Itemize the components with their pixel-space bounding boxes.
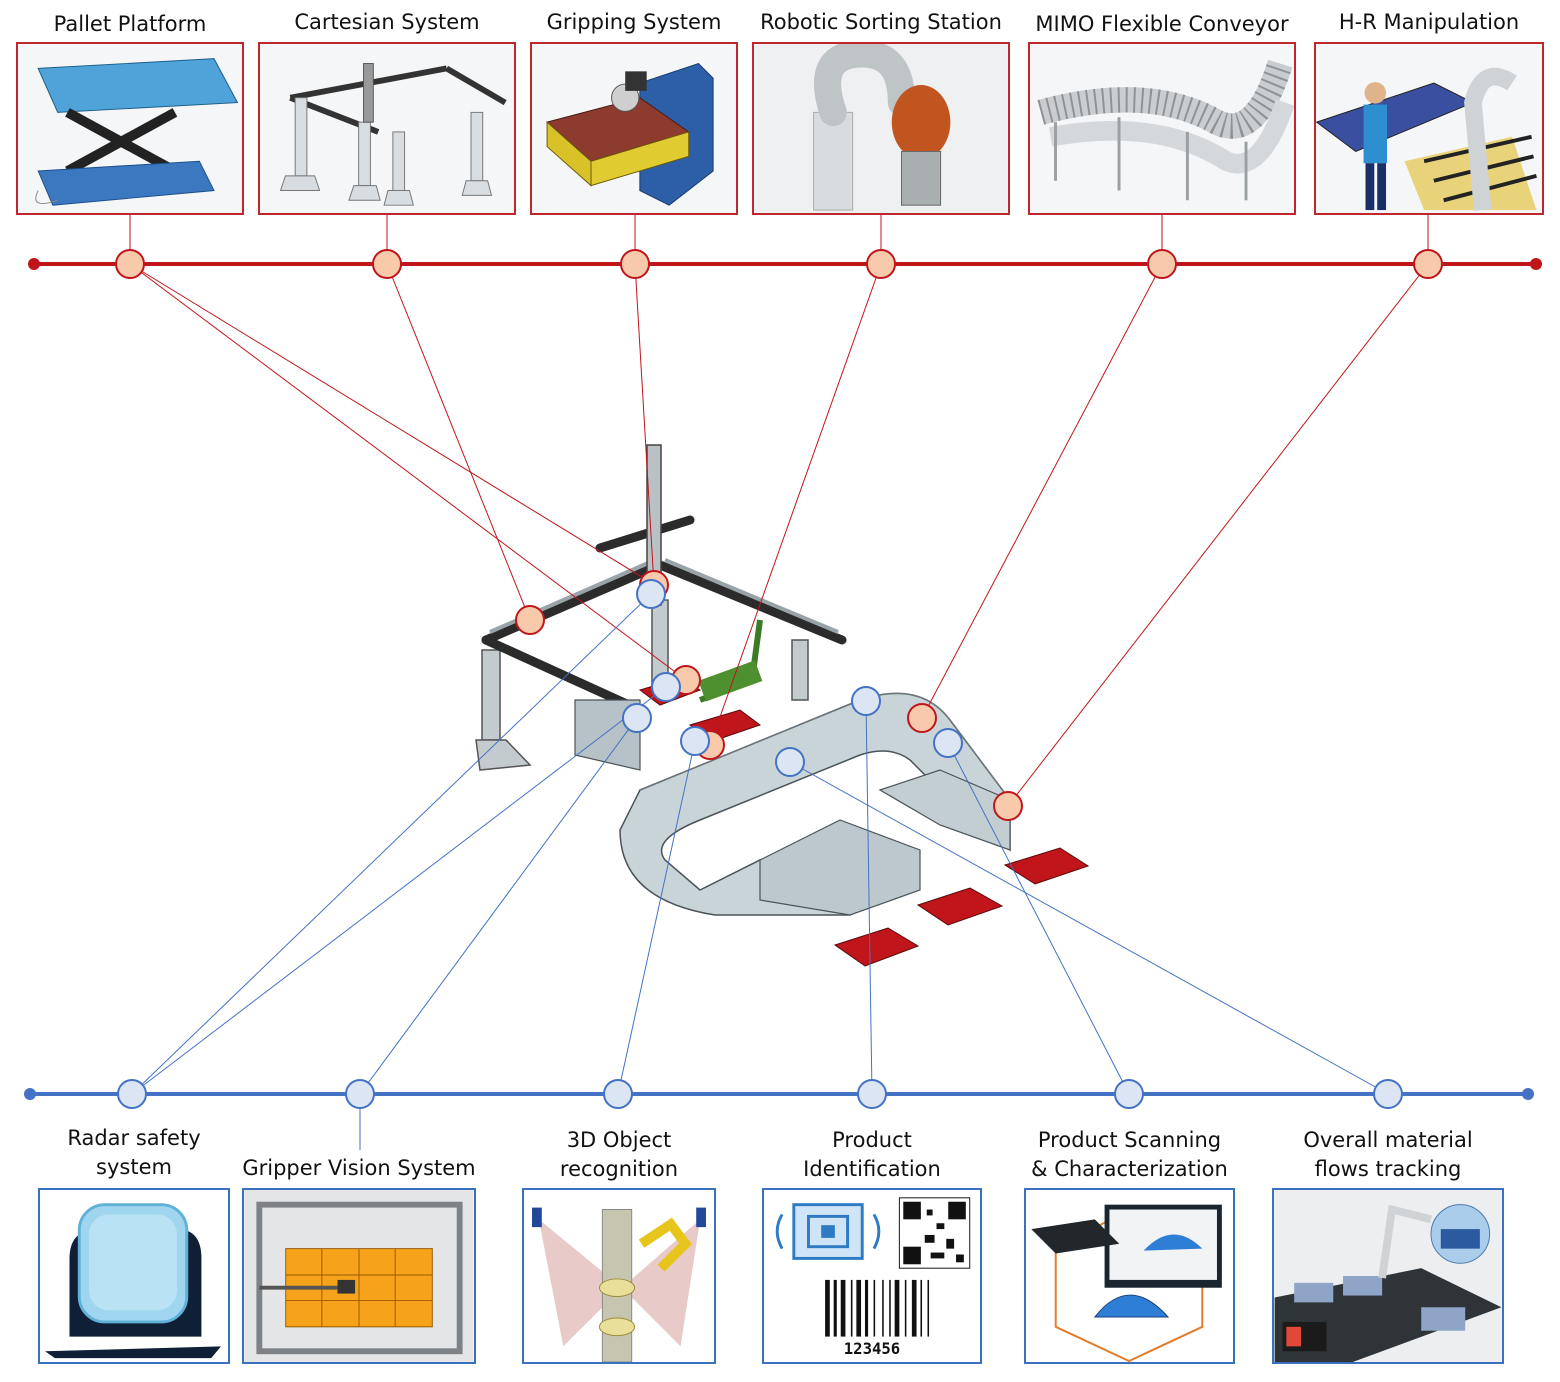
bottom-connector-line <box>359 717 638 1095</box>
top-module-label: Pallet Platform <box>53 12 207 36</box>
bottom-software-layer <box>24 579 1534 1150</box>
mimo-flexible-conveyor-image <box>1028 42 1296 215</box>
tracking-cell-icon <box>1274 1190 1502 1362</box>
pallet-platform-image <box>16 42 244 215</box>
robot-arm-icon <box>754 44 1008 213</box>
robotic-sorting-station-image <box>752 42 1010 215</box>
barcode-bar <box>856 1279 862 1337</box>
top-connector-line <box>709 263 882 746</box>
top-module-label: Robotic Sorting Station <box>760 10 1002 34</box>
3d-scan-icon <box>532 1207 706 1362</box>
top-module-label: Gripping System <box>546 10 722 34</box>
top-axis-endpoint <box>28 258 40 270</box>
gripping-system-image <box>530 42 738 215</box>
barcode-bar <box>904 1279 907 1337</box>
barcode-bar <box>850 1279 853 1337</box>
plant-blue-node <box>933 728 963 758</box>
material-flows-tracking-image <box>1272 1188 1504 1364</box>
bottom-module-label: Gripper Vision System <box>242 1156 476 1180</box>
bottom-axis-node <box>1114 1079 1144 1109</box>
bottom-connector-line <box>789 761 1389 1095</box>
gantry-frame-icon <box>279 63 507 206</box>
plant-blue-node <box>636 579 666 609</box>
radar-safety-image <box>38 1188 230 1364</box>
bottom-module-label: Product Scanning& Characterization <box>1031 1128 1228 1181</box>
bottom-axis-node <box>1373 1079 1403 1109</box>
scissor-lift-icon <box>35 58 239 206</box>
bottom-axis-endpoint <box>24 1088 36 1100</box>
top-module-label: MIMO Flexible Conveyor <box>1035 12 1289 36</box>
product-scanning-image <box>1024 1188 1235 1364</box>
top-module-label: H-R Manipulation <box>1338 10 1520 34</box>
barcode-bar <box>833 1279 837 1337</box>
plant-red-node <box>907 703 937 733</box>
bottom-axis-endpoint <box>1522 1088 1534 1100</box>
barcode-bar <box>882 1279 884 1337</box>
plant-3d-model <box>475 444 1090 967</box>
bottom-connector-line <box>617 740 696 1095</box>
3d-object-recognition-image <box>522 1188 716 1364</box>
barcode-bar <box>873 1279 876 1337</box>
barcode-bar <box>889 1279 891 1337</box>
top-axis-node <box>620 249 650 279</box>
plant-blue-node <box>851 686 881 716</box>
plant-red-node <box>515 605 545 635</box>
top-connector-line <box>921 263 1163 719</box>
plant-blue-node <box>680 726 710 756</box>
top-connector-line <box>634 263 655 586</box>
bottom-axis-node <box>345 1079 375 1109</box>
product-identification-image: 123456 <box>762 1188 982 1364</box>
top-axis-node <box>866 249 896 279</box>
bottom-connector-line <box>131 593 652 1095</box>
radar-sensor-icon <box>45 1203 221 1359</box>
barcode-digits: 123456 <box>844 1339 900 1358</box>
barcode-bar <box>927 1279 930 1337</box>
plant-blue-node <box>622 703 652 733</box>
top-connector-line <box>386 263 531 621</box>
bottom-axis-node <box>857 1079 887 1109</box>
bottom-connector-line <box>947 742 1130 1095</box>
plant-blue-node <box>651 672 681 702</box>
rfid-qr-barcode-icon: 123456 <box>775 1197 971 1358</box>
top-module-label: Cartesian System <box>294 10 480 34</box>
top-axis-node <box>1413 249 1443 279</box>
top-axis-node <box>1147 249 1177 279</box>
gripper-icon <box>546 62 714 206</box>
barcode-bar <box>920 1279 923 1337</box>
vision-grid-icon <box>244 1190 474 1362</box>
barcode-bar <box>825 1279 830 1337</box>
barcode-bar <box>911 1279 917 1337</box>
bottom-connector-line <box>865 700 873 1095</box>
helmet-scanner-icon <box>1031 1204 1222 1362</box>
top-connector-line <box>1007 263 1429 807</box>
top-axis-node <box>372 249 402 279</box>
cartesian-system-image <box>258 42 516 215</box>
hr-manipulation-image <box>1314 42 1544 215</box>
barcode-bar <box>840 1279 846 1337</box>
top-hardware-layer <box>28 215 1542 821</box>
top-connector-line <box>129 263 656 586</box>
roller-conveyor-icon <box>1037 59 1294 201</box>
top-axis-node <box>115 249 145 279</box>
barcode-bar <box>864 1279 869 1337</box>
plant-red-node <box>993 791 1023 821</box>
gripper-vision-image <box>242 1188 476 1364</box>
bottom-axis-node <box>603 1079 633 1109</box>
top-connector-line <box>129 263 687 681</box>
bottom-axis-node <box>117 1079 147 1109</box>
human-robot-icon <box>1316 67 1537 211</box>
plant-blue-node <box>775 747 805 777</box>
barcode-bar <box>894 1279 900 1337</box>
bottom-connector-line <box>131 686 667 1095</box>
top-axis-endpoint <box>1530 258 1542 270</box>
